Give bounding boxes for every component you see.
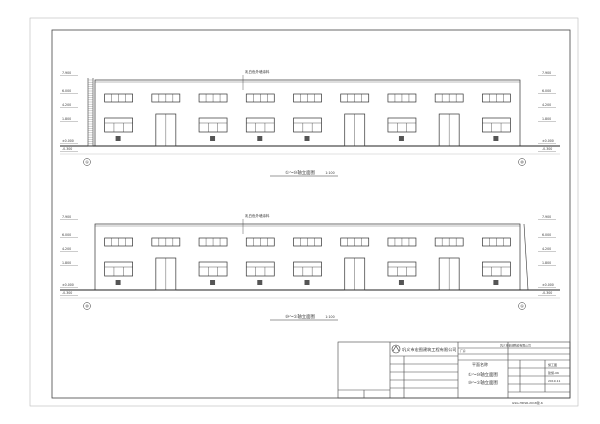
elevation-1: ① ⑩ 乳白色外墙涂料 ①～⑩轴立面图 1:100 7.900 7.900 6.000 6.00…: [60, 69, 560, 177]
vent-block: [304, 136, 310, 141]
vent-block: [210, 136, 216, 141]
elevation-scale: 1:100: [325, 171, 334, 175]
axis-bubble-right: [518, 158, 526, 166]
lower-window: [482, 117, 511, 133]
level-mark-right: 7.900: [542, 215, 551, 219]
axis-bubble-left: [83, 302, 91, 310]
outer-frame: [29, 17, 579, 407]
level-mark-left: 4.200: [62, 247, 71, 251]
level-mark-right: -0.300: [542, 147, 552, 151]
vent-block: [257, 280, 263, 285]
stage-label: 施工图: [548, 362, 557, 367]
axis-label-right: ⑩: [520, 160, 524, 165]
stair-rail: [523, 223, 529, 291]
lower-window: [387, 261, 417, 277]
lower-window: [104, 261, 133, 277]
vent-block: [304, 280, 310, 285]
axis-label-left: ⑩: [85, 304, 89, 309]
lower-window: [245, 117, 275, 133]
lower-window: [104, 117, 133, 133]
vent-block: [493, 136, 499, 141]
elevation-title: ①～⑩轴立面图: [285, 169, 315, 176]
level-mark-left: -0.300: [62, 147, 72, 151]
level-mark-right: 7.900: [542, 71, 551, 75]
axis-bubble-left: [83, 158, 91, 166]
title-block: [337, 341, 571, 399]
level-mark-left: 6.000: [62, 233, 71, 237]
level-mark-right: 6.000: [542, 233, 551, 237]
vent-block: [115, 136, 121, 141]
axis-label-left: ①: [85, 160, 89, 165]
level-mark-left: 7.900: [62, 215, 71, 219]
level-mark-left: ±0.000: [62, 139, 74, 143]
material-note: 乳白色外墙涂料: [245, 213, 270, 218]
project-name: 厂房: [460, 349, 466, 353]
level-mark-left: ±0.000: [62, 283, 74, 287]
level-mark-left: 6.000: [62, 89, 71, 93]
level-mark-right: 4.200: [542, 247, 551, 251]
level-mark-right: ±0.000: [542, 283, 554, 287]
lower-window: [293, 117, 322, 133]
axis-label-right: ①: [520, 304, 524, 309]
drawing-name-2: ⑩～①轴立面图: [468, 379, 498, 386]
sheet-footer: GSG-HDSR-2018建-6: [512, 400, 543, 405]
lower-window: [293, 261, 322, 277]
lower-window: [245, 261, 275, 277]
project-owner: 巩义市金通陶瓷有限公司: [500, 344, 531, 348]
level-mark-left: 7.900: [62, 71, 71, 75]
drawing-number: 建施-06: [548, 370, 559, 375]
company-logo: [391, 344, 401, 354]
lower-window: [482, 261, 511, 277]
sheet-header: 平面名称: [472, 361, 488, 367]
lower-window: [198, 117, 228, 133]
level-mark-right: 4.200: [542, 103, 551, 107]
level-mark-right: 1.800: [542, 117, 551, 121]
company-name: 巩义市宏图建筑工程有限公司: [402, 346, 456, 353]
lower-window: [198, 261, 228, 277]
inner-frame: [51, 29, 571, 399]
level-mark-left: 1.800: [62, 117, 71, 121]
drawing-date: 2019.11: [548, 379, 560, 383]
level-mark-right: 6.000: [542, 89, 551, 93]
lower-window: [387, 117, 417, 133]
axis-bubble-right: [518, 302, 526, 310]
vent-block: [210, 280, 216, 285]
level-mark-right: 1.800: [542, 261, 551, 265]
elevation-scale: 1:100: [325, 315, 334, 319]
level-mark-right: ±0.000: [542, 139, 554, 143]
elevation-2: ⑩ ① 乳白色外墙涂料 ⑩～①轴立面图 1:100 7.900 7.900 6.000 6.00…: [60, 213, 560, 321]
level-mark-left: 1.800: [62, 261, 71, 265]
vent-block: [493, 280, 499, 285]
vent-block: [398, 280, 404, 285]
vent-block: [398, 136, 404, 141]
material-note: 乳白色外墙涂料: [245, 69, 270, 74]
level-mark-right: -0.300: [542, 291, 552, 295]
level-mark-left: 4.200: [62, 103, 71, 107]
level-mark-left: -0.300: [62, 291, 72, 295]
drawing-name-1: ①～⑩轴立面图: [468, 371, 498, 378]
elevation-title: ⑩～①轴立面图: [285, 313, 315, 320]
vent-block: [115, 280, 121, 285]
vent-block: [257, 136, 263, 141]
